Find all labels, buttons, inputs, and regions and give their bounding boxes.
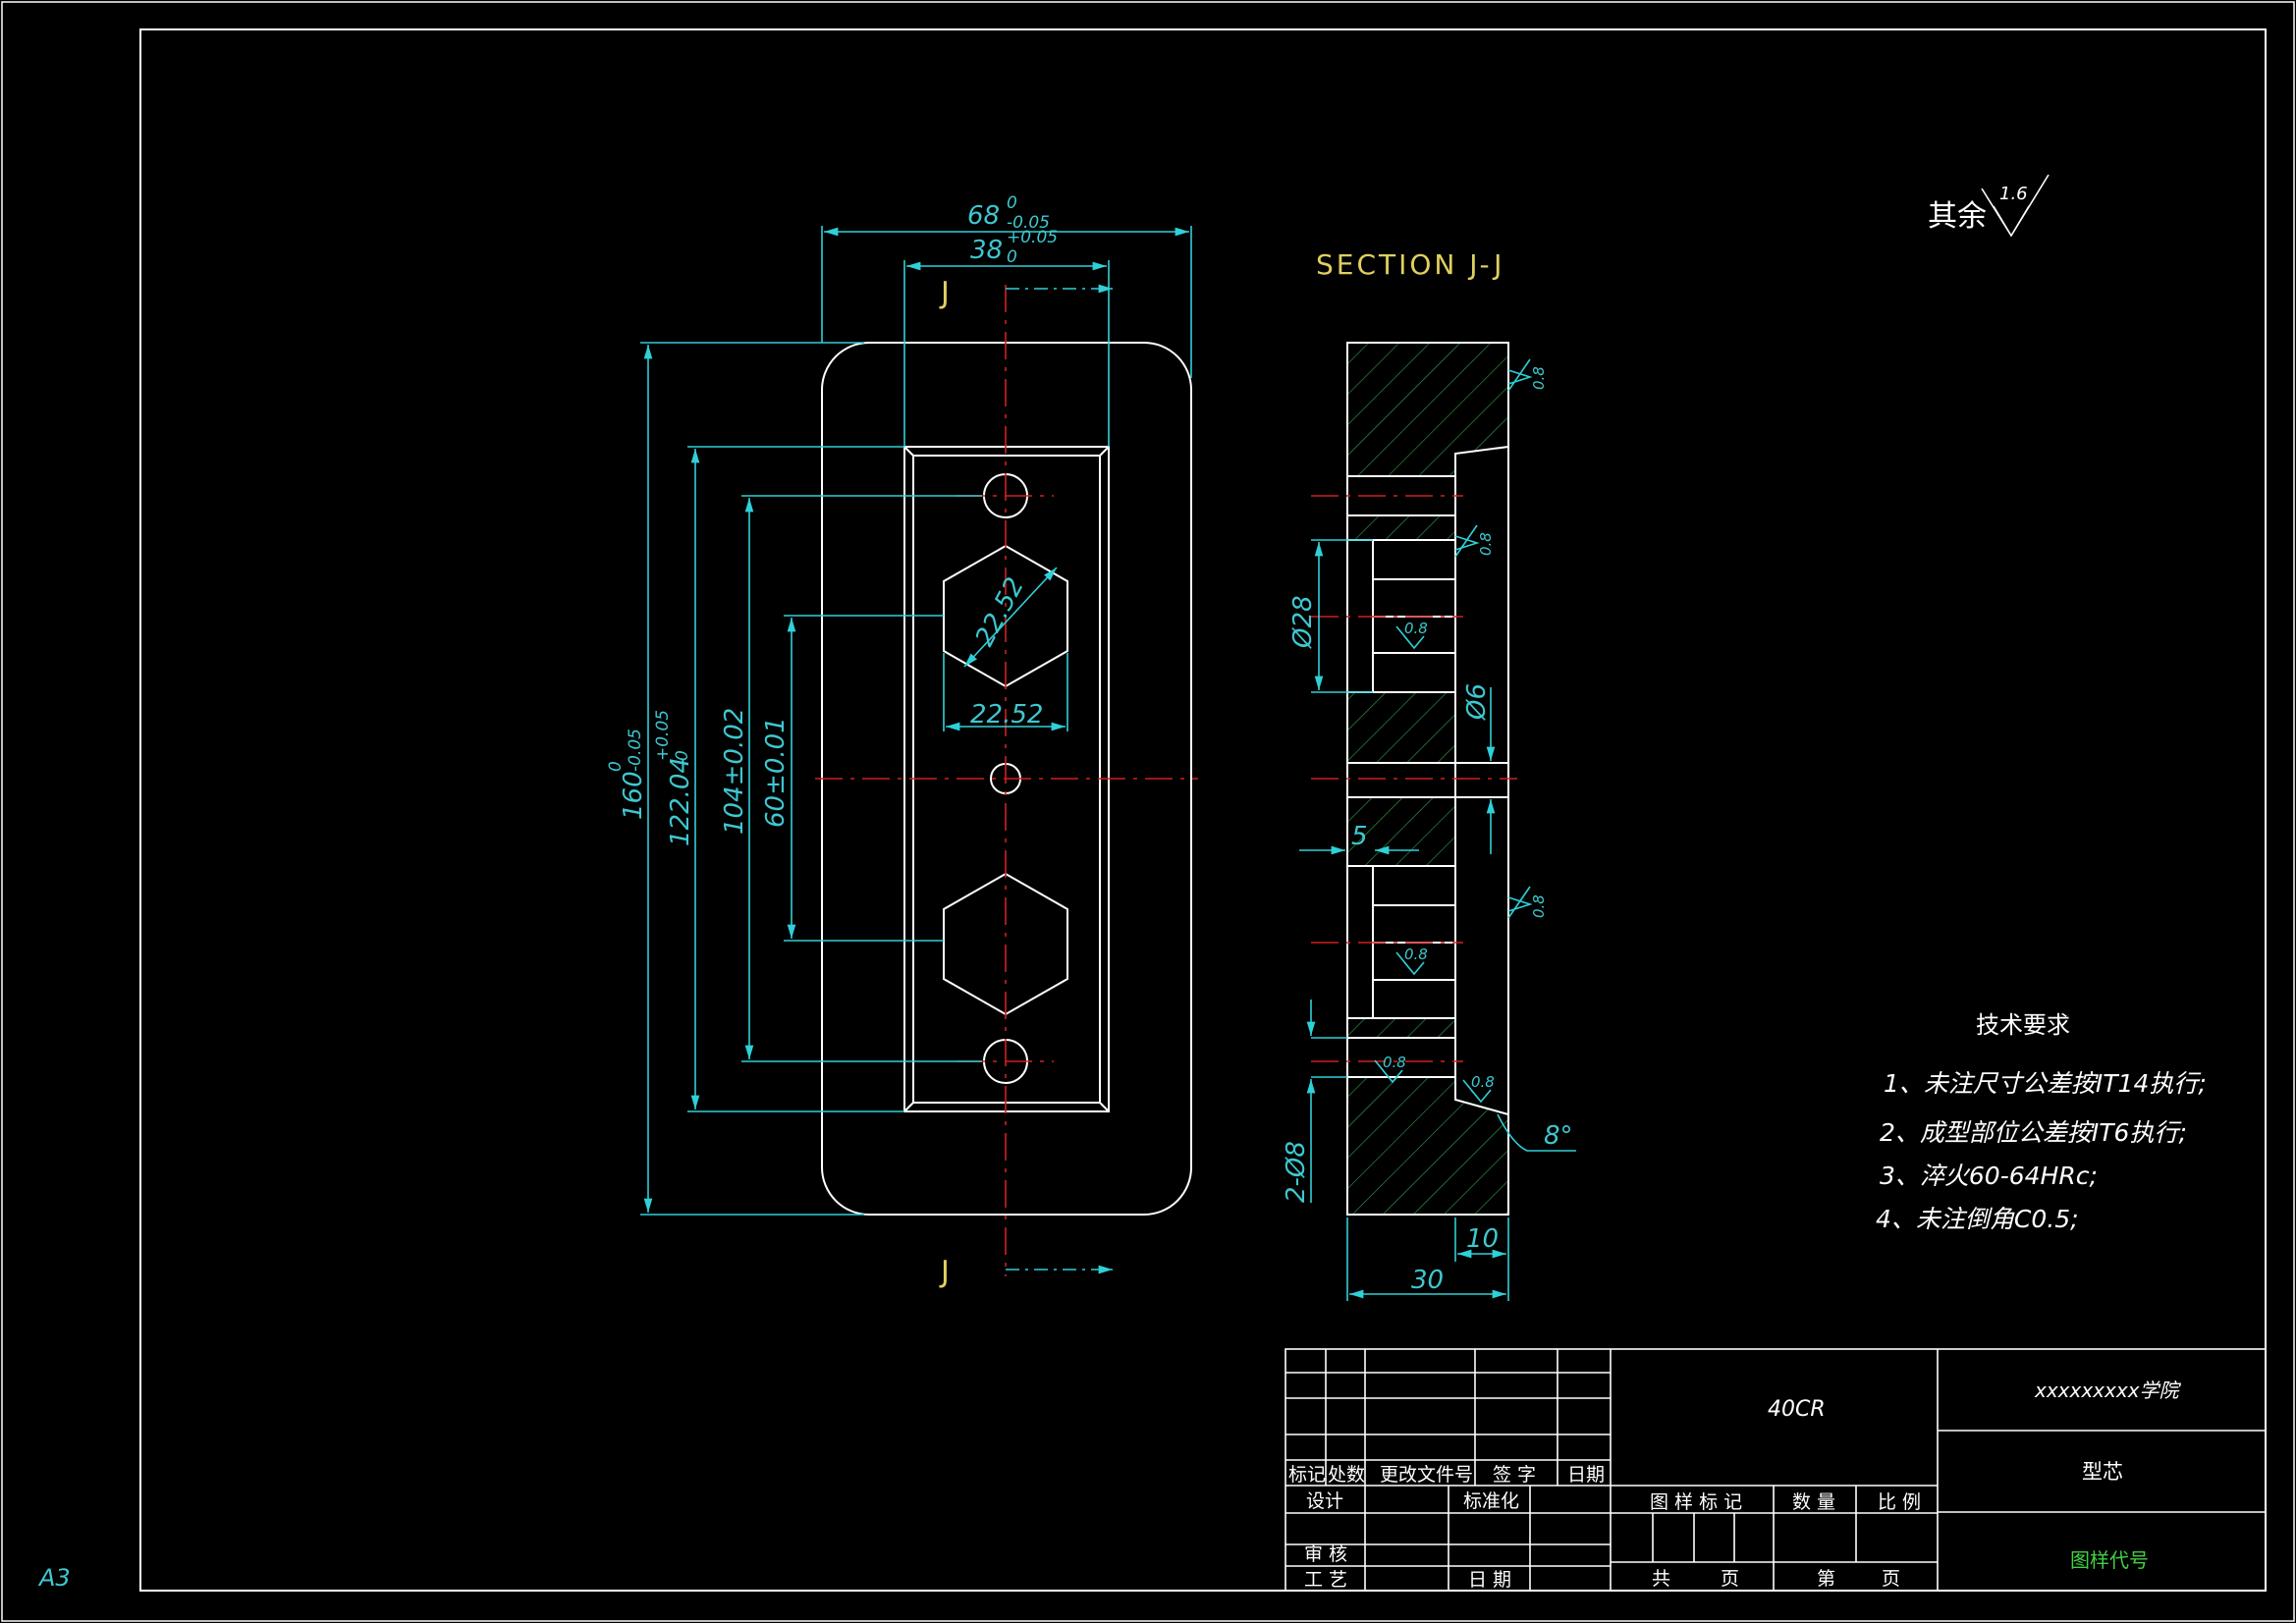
tb-review: 审 核 xyxy=(1304,1543,1347,1565)
note-item: 1、未注尺寸公差按IT14执行; xyxy=(1884,1069,2207,1098)
tb-page-label-2: 页 xyxy=(1882,1568,1900,1590)
tb-mark-header: 标记 xyxy=(1288,1464,1326,1486)
technical-notes: 技术要求 1、未注尺寸公差按IT14执行; 2、成型部位公差按IT6执行; 3、… xyxy=(1876,1011,2207,1233)
svg-text:0.8: 0.8 xyxy=(1404,620,1428,637)
svg-text:0.8: 0.8 xyxy=(1530,366,1548,390)
dim-dia-6: Ø6 xyxy=(1462,683,1492,721)
tb-sign-header: 签 字 xyxy=(1493,1464,1536,1486)
tb-total-label: 共 xyxy=(1652,1568,1670,1590)
dim-angle: 8° xyxy=(1544,1121,1573,1151)
tb-part-name: 型芯 xyxy=(2082,1460,2123,1484)
svg-text:0.8: 0.8 xyxy=(1471,1073,1495,1091)
tb-doc-header: 更改文件号 xyxy=(1380,1464,1473,1486)
surface-finish-mark: 0.8 xyxy=(1462,1073,1495,1104)
dim-hex-flat: 22.52 xyxy=(970,700,1043,730)
dim-thick-30: 30 xyxy=(1411,1266,1444,1295)
title-block: 标记 处数 更改文件号 签 字 日期 设计 标准化 审 核 工 艺 日 期 40… xyxy=(1285,1348,2267,1592)
svg-text:0: 0 xyxy=(1007,193,1017,213)
tb-process: 工 艺 xyxy=(1304,1569,1347,1591)
tb-school: xxxxxxxxx学院 xyxy=(2034,1379,2182,1402)
section-cut-label-top: J xyxy=(939,276,950,310)
tb-quantity: 数 量 xyxy=(1792,1491,1835,1513)
surface-remaining-value: 1.6 xyxy=(1999,184,2028,204)
surface-finish-mark: 0.8 xyxy=(1454,524,1495,558)
dim-hex-diag-line xyxy=(963,567,1058,668)
tb-seq-label: 第 xyxy=(1817,1568,1835,1590)
section-outline xyxy=(1346,342,1509,1216)
svg-text:0: 0 xyxy=(1007,247,1017,267)
dim-height-total: 160 xyxy=(619,771,648,820)
dim-height-pocket: 122.04 xyxy=(666,757,695,846)
tb-date-header: 日期 xyxy=(1567,1464,1605,1486)
surface-finish-mark: 0.8 xyxy=(1374,1054,1406,1084)
svg-text:0.8: 0.8 xyxy=(1477,532,1495,556)
dim-holes-spacing: 104±0.02 xyxy=(720,708,749,835)
svg-text:0: 0 xyxy=(606,761,626,772)
surface-finish-mark: 0.8 xyxy=(1395,946,1428,976)
front-view: J J 68 0 -0.05 38 +0.05 0 22.52 22.52 16… xyxy=(606,193,1198,1289)
dim-hex-diag: 22.52 xyxy=(970,572,1030,651)
surface-remaining-label: 其余 xyxy=(1928,199,1987,234)
tb-date2: 日 期 xyxy=(1468,1569,1511,1591)
section-cut-label-bottom: J xyxy=(939,1255,950,1289)
note-item: 4、未注倒角C0.5; xyxy=(1876,1205,2079,1233)
note-item: 3、淬火60-64HRc; xyxy=(1880,1162,2098,1190)
section-title: SECTION J-J xyxy=(1316,248,1504,281)
tb-count-header: 处数 xyxy=(1328,1464,1365,1486)
tb-scale: 比 例 xyxy=(1878,1491,1921,1513)
tb-design: 设计 xyxy=(1306,1490,1343,1512)
sheet-inner-border xyxy=(139,28,2267,1592)
svg-text:-0.05: -0.05 xyxy=(626,729,645,772)
svg-text:0.8: 0.8 xyxy=(1530,894,1548,918)
surface-remaining-symbol xyxy=(1981,174,2050,238)
surface-finish-mark: 0.8 xyxy=(1507,358,1548,392)
dim-dia-28: Ø28 xyxy=(1288,595,1318,649)
surface-finish-mark: 0.8 xyxy=(1395,620,1428,650)
dim-hex-spacing: 60±0.01 xyxy=(761,717,791,828)
svg-text:+0.05: +0.05 xyxy=(653,710,673,761)
svg-text:+0.05: +0.05 xyxy=(1007,228,1058,247)
surface-finish-mark: 0.8 xyxy=(1507,886,1548,919)
notes-title: 技术要求 xyxy=(1976,1011,2070,1039)
svg-text:0.8: 0.8 xyxy=(1383,1054,1406,1071)
svg-text:0.8: 0.8 xyxy=(1404,946,1428,963)
svg-text:-0.05: -0.05 xyxy=(1007,213,1050,233)
tb-drawing-code: 图样代号 xyxy=(2070,1548,2149,1572)
dim-holes-8: 2-Ø8 xyxy=(1282,1141,1311,1203)
tb-drawing-mark: 图 样 标 记 xyxy=(1650,1491,1742,1513)
dim-width-total: 68 xyxy=(967,201,1000,231)
tb-standard: 标准化 xyxy=(1463,1490,1519,1512)
dim-width-pocket: 38 xyxy=(970,236,1003,265)
sheet-size-label: A3 xyxy=(37,1564,71,1592)
svg-text:0: 0 xyxy=(673,750,692,761)
dim-depth-5: 5 xyxy=(1351,822,1368,851)
tb-page-label: 页 xyxy=(1721,1568,1739,1590)
dim-step-10: 10 xyxy=(1466,1224,1499,1254)
note-item: 2、成型部位公差按IT6执行; xyxy=(1880,1118,2187,1147)
tb-material: 40CR xyxy=(1768,1397,1826,1422)
